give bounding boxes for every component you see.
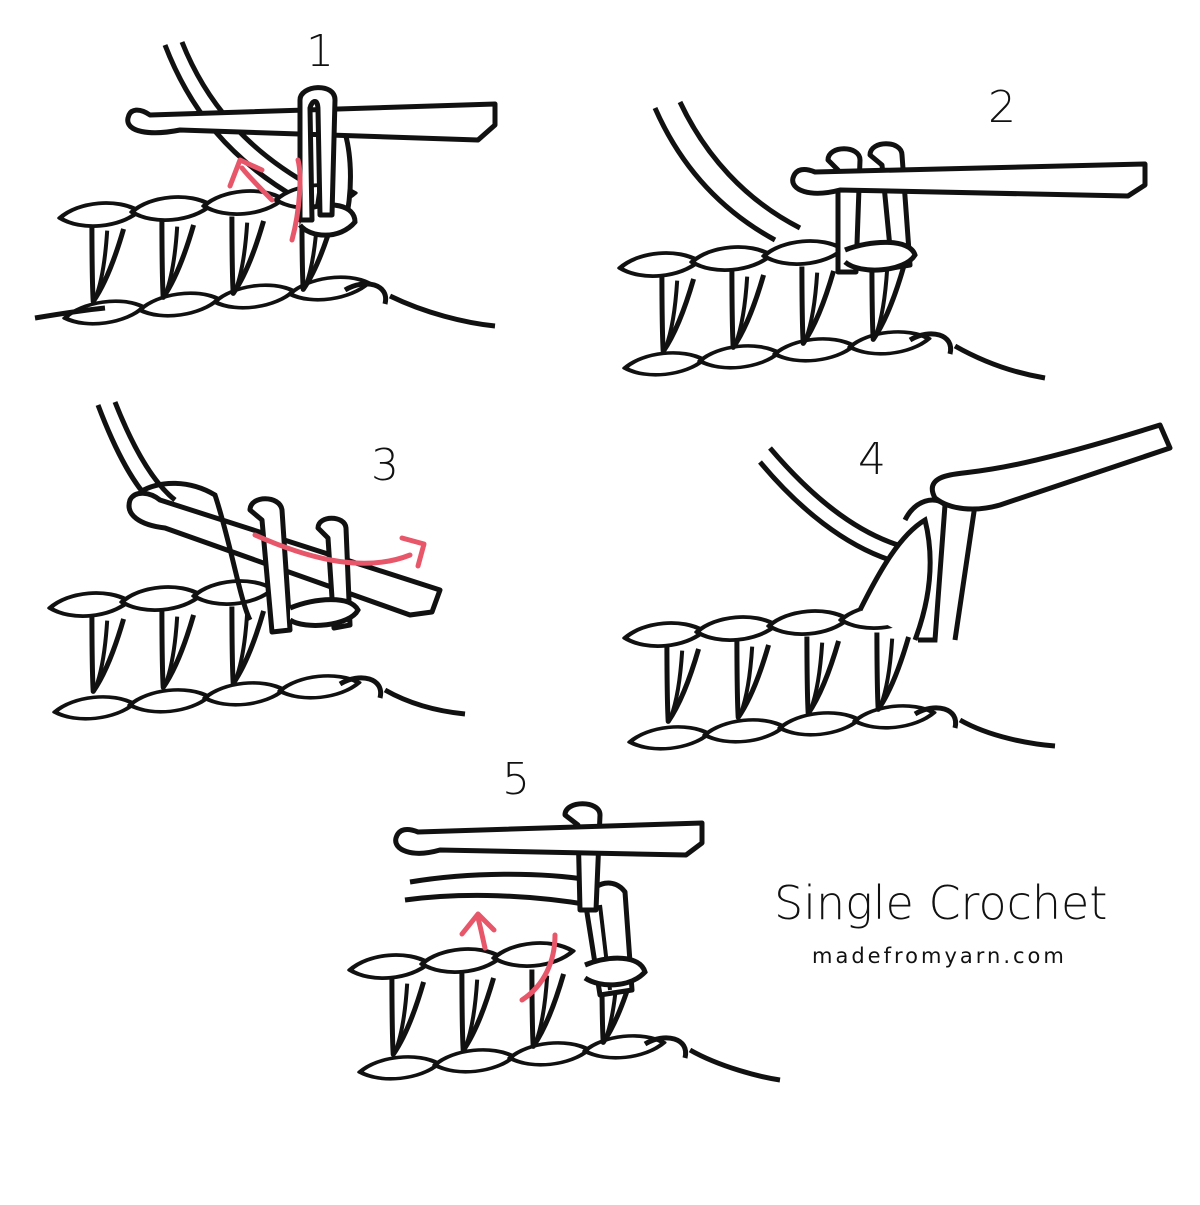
step-number-4: 4 xyxy=(858,434,886,485)
step-number-5: 5 xyxy=(502,754,530,805)
website-credit: madefromyarn.com xyxy=(812,944,1067,968)
step-5-illustration xyxy=(349,801,781,1083)
step-3-illustration xyxy=(49,401,466,722)
step-number-3: 3 xyxy=(371,440,399,491)
step-2-illustration xyxy=(619,100,1148,378)
step-number-1: 1 xyxy=(306,26,334,77)
step-number-2: 2 xyxy=(988,82,1016,133)
step-1-illustration xyxy=(34,41,498,328)
step-4-illustration xyxy=(624,422,1173,752)
diagram-title: Single Crochet xyxy=(774,876,1108,930)
